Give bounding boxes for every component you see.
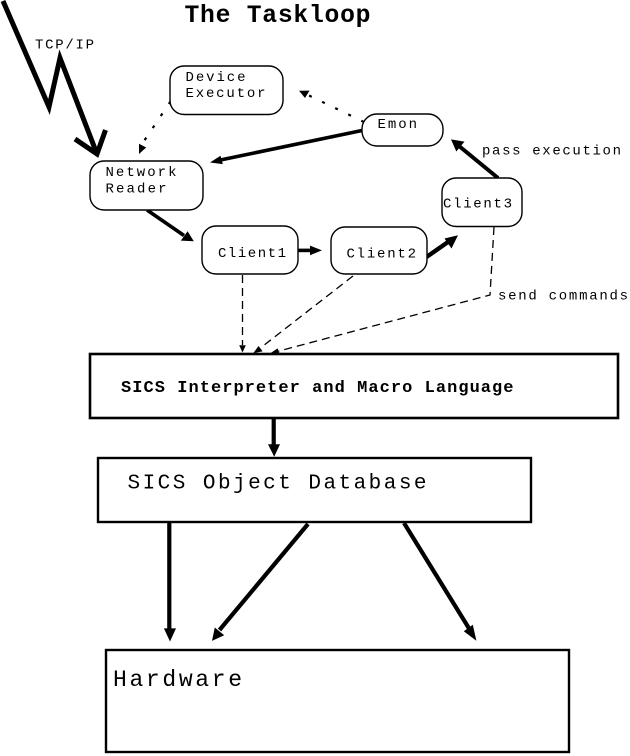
svg-text:send commands: send commands — [498, 289, 628, 305]
svg-text:SICS Interpreter and Macro Lan: SICS Interpreter and Macro Language — [121, 379, 514, 398]
svg-text:Client3: Client3 — [443, 197, 512, 213]
svg-text:Executor: Executor — [186, 86, 266, 102]
svg-text:Network: Network — [106, 165, 177, 181]
svg-text:Client1: Client1 — [218, 246, 286, 262]
svg-text:The Taskloop: The Taskloop — [185, 2, 371, 30]
svg-text:Device: Device — [186, 70, 246, 86]
svg-text:Client2: Client2 — [347, 246, 417, 262]
svg-text:Emon: Emon — [378, 117, 418, 133]
svg-text:TCP/IP: TCP/IP — [35, 38, 94, 54]
svg-text:pass execution: pass execution — [482, 144, 621, 160]
